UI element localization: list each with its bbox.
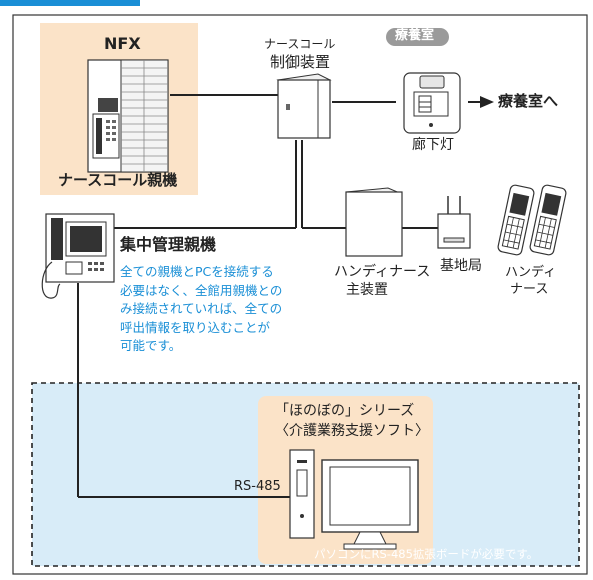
rs485-label: RS-485 — [234, 479, 281, 494]
handy-nurse-label-line1: ハンディ — [505, 265, 557, 280]
to-room-label: 療養室へ — [498, 92, 559, 110]
nfx-master-unit-icon — [87, 59, 169, 173]
honobono-subtitle: 〈介護業務支援ソフト〉 — [275, 423, 429, 439]
handy-nurse-label-line2: ナース — [510, 282, 549, 297]
pc-tower-icon — [289, 449, 315, 539]
base-station-label: 基地局 — [440, 258, 482, 274]
honobono-title: 「ほのぼの」シリーズ — [275, 403, 415, 419]
handy-nurse-main-unit-icon — [345, 187, 403, 257]
room-badge-bg — [386, 28, 449, 46]
header-bar — [0, 0, 140, 6]
corridor-light-label: 廊下灯 — [412, 137, 454, 153]
pc-requirement-note: パソコンにRS-485拡張ボードが必要です。 — [314, 547, 539, 561]
handy-main-label-line1: ハンディナース — [334, 264, 431, 280]
nurse-call-controller-icon — [276, 73, 332, 139]
outer-frame — [12, 14, 588, 575]
central-note-line: 必要はなく、全館用親機との — [120, 282, 283, 298]
room-badge: 療養室 — [395, 28, 435, 43]
central-master-unit-icon — [41, 213, 115, 299]
nfx-caption: ナースコール親機 — [58, 171, 178, 189]
central-master-title: 集中管理親機 — [120, 235, 217, 254]
handy-nurse-phone-icon — [497, 184, 567, 256]
base-station-icon — [437, 196, 471, 249]
monitor-icon — [321, 459, 419, 550]
controller-label-line2: 制御装置 — [270, 53, 331, 71]
central-note-line: 呼出情報を取り込むことが — [120, 319, 271, 335]
central-note: 全ての親機とPCを接続する 必要はなく、全館用親機との み接続されていれば、全て… — [120, 263, 282, 356]
controller-label-line1: ナースコール — [264, 37, 336, 51]
arrow-right-icon — [480, 96, 494, 108]
handy-main-label-line2: 主装置 — [346, 282, 388, 298]
nfx-title: NFX — [104, 34, 141, 53]
corridor-light-icon — [403, 72, 461, 134]
central-note-line: み接続されていれば、全ての — [120, 301, 283, 316]
central-note-line: 全ての親機とPCを接続する — [120, 264, 274, 279]
connection-lines — [77, 94, 482, 498]
central-note-line: 可能です。 — [120, 338, 182, 353]
